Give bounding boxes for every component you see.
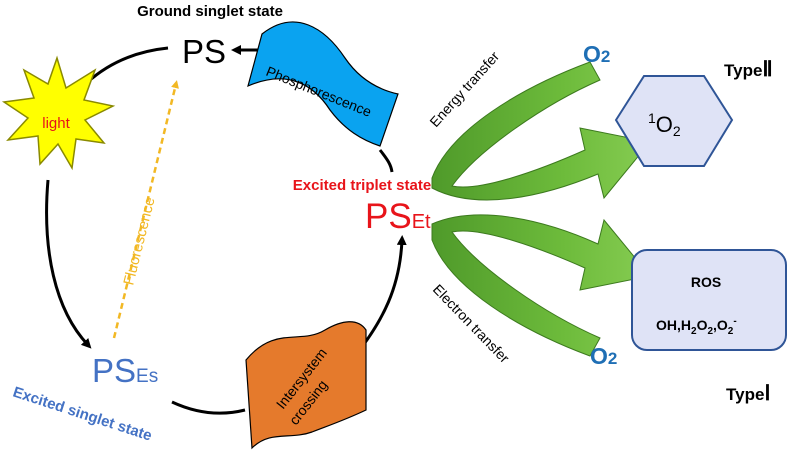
type-two-word: Type: [724, 61, 762, 80]
ps-singlet-main: PS: [92, 352, 136, 389]
singlet-oxygen-sub: 2: [673, 123, 681, 139]
ros-oh: OH,H: [656, 317, 691, 333]
type-two-numeral: Ⅱ: [762, 58, 772, 81]
excited-singlet-state-label: Excited singlet state: [11, 384, 154, 445]
singlet-oxygen-hexagon: [614, 75, 734, 167]
ros-h2-sub: 2: [691, 326, 697, 337]
ros-o2b-sub: 2: [728, 326, 734, 337]
ps-ground-label: PS: [182, 33, 226, 70]
o2-top-sub: 2: [601, 47, 610, 66]
o2-bottom-sub: 2: [608, 349, 617, 368]
ros-minus: -: [733, 316, 736, 327]
ps-singlet-label: PSEs: [92, 352, 158, 389]
singlet-oxygen-main: O: [656, 112, 673, 137]
light-burst: [1, 55, 116, 171]
cycle-arc-bottom: [171, 400, 246, 415]
o2-top-main: O: [583, 41, 601, 67]
ps-triplet-label: PSEt: [365, 197, 431, 236]
electron-transfer-arrow: [431, 214, 651, 357]
type-one-word: Type: [726, 385, 764, 404]
ground-singlet-state-label: Ground singlet state: [137, 3, 283, 20]
intersystem-crossing-banner: [245, 321, 367, 450]
cycle-arc-upper-right: [378, 149, 394, 173]
o2-bottom-main: O: [590, 343, 608, 369]
ros-title: ROS: [691, 274, 721, 290]
singlet-oxygen-label: 1O2: [648, 110, 681, 139]
fluorescence-arrow: [112, 80, 179, 339]
type-one-numeral: Ⅰ: [764, 382, 770, 405]
singlet-oxygen-sup: 1: [648, 110, 656, 126]
cycle-arc-left: [45, 179, 92, 349]
o2-bottom-label: O2: [590, 343, 617, 369]
ps-singlet-sub: Es: [136, 366, 158, 387]
ros-o2: O: [697, 317, 708, 333]
o2-top-label: O2: [583, 41, 610, 67]
ros-o2-sub: 2: [707, 326, 713, 337]
phosphorescence-banner: [247, 21, 399, 147]
ps-triplet-main: PS: [365, 197, 412, 236]
light-label: light: [42, 115, 70, 132]
type-two-label: TypeⅡ: [724, 58, 773, 81]
type-one-label: TypeⅠ: [726, 382, 771, 405]
ps-triplet-sub: Et: [412, 211, 431, 233]
ros-species-label: OH,H2O2,O2-: [656, 316, 737, 337]
ros-box: [631, 249, 787, 351]
ros-comma-o: ,O: [713, 317, 728, 333]
energy-transfer-arrow: [431, 61, 651, 201]
fluorescence-label: Fluorescence: [120, 195, 158, 286]
excited-triplet-state-label: Excited triplet state: [293, 177, 431, 194]
